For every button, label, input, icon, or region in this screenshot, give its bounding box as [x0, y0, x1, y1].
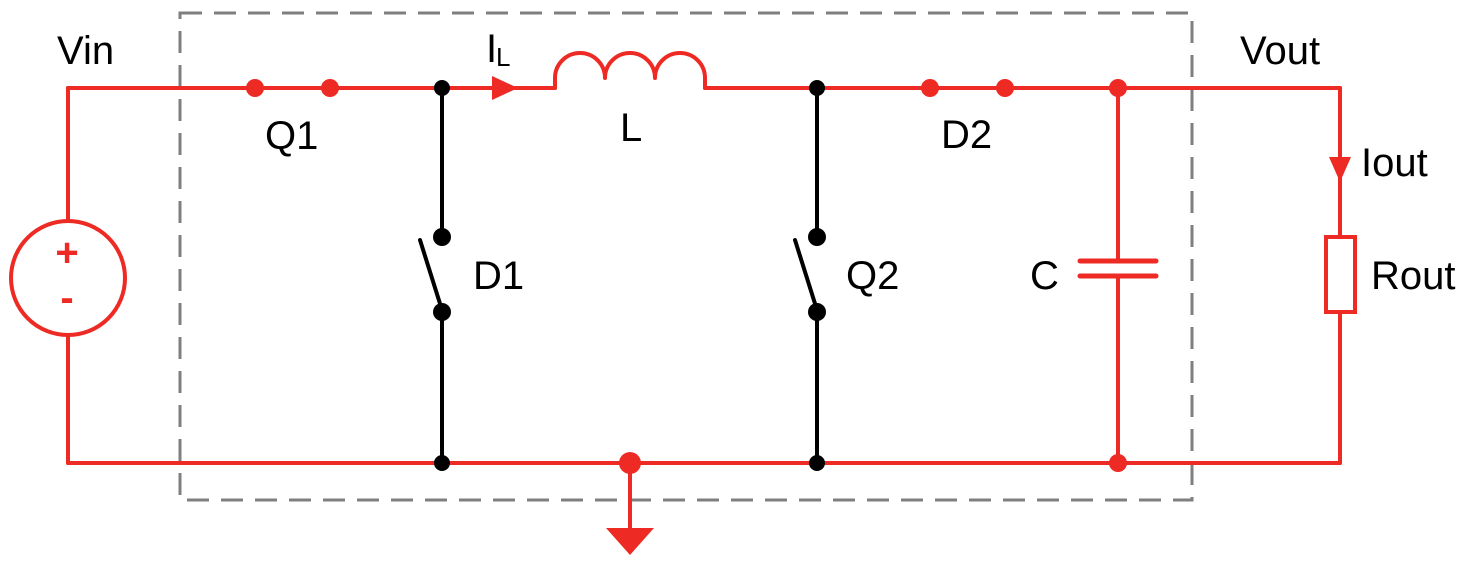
node-d2-right: [996, 79, 1014, 97]
converter-boundary-box: [178, 11, 1194, 502]
node-cap-bottom: [1109, 454, 1127, 472]
switch-q2-blade: [793, 238, 819, 312]
node-d1-contact-bottom: [433, 303, 451, 321]
node-q1-right: [321, 79, 339, 97]
label-inductor-current-subscript: L: [496, 42, 510, 72]
label-output-current: Iout: [1361, 141, 1428, 185]
node-q2-contact-top: [808, 228, 826, 246]
output-current-arrow: [1329, 157, 1351, 182]
node-d1-contact-top: [433, 228, 451, 246]
label-q1: Q1: [265, 114, 318, 158]
label-inductor: L: [620, 106, 642, 150]
active-nodes: [246, 79, 1127, 474]
node-q2-bottom: [809, 455, 825, 471]
source-plus-sign: +: [55, 231, 78, 275]
node-q1-left: [246, 79, 264, 97]
node-d2-left: [921, 79, 939, 97]
active-current-path: [66, 51, 1342, 530]
ground-arrow-icon: [606, 528, 654, 555]
resistor-icon: [1324, 235, 1357, 314]
label-inductor-current: I: [486, 27, 497, 71]
switch-d1-blade: [418, 238, 444, 312]
node-q2-contact-bottom: [808, 303, 826, 321]
inductor-coil-icon: [553, 51, 707, 90]
label-d1: D1: [473, 254, 524, 298]
inactive-nodes: [433, 80, 826, 471]
label-d2: D2: [941, 113, 992, 157]
label-load-resistor: Rout: [1371, 254, 1456, 298]
voltage-source-icon: [9, 219, 127, 337]
source-minus-sign: -: [60, 276, 73, 320]
capacitor-icon: [1077, 258, 1159, 279]
leg-d1: [418, 86, 444, 465]
node-ground: [619, 452, 641, 474]
inductor-current-arrow: [492, 76, 518, 100]
label-vin: Vin: [57, 29, 114, 73]
node-d1-top: [434, 80, 450, 96]
leg-q2: [793, 86, 819, 465]
label-vout: Vout: [1240, 29, 1320, 73]
node-cap-top: [1109, 79, 1127, 97]
node-q2-top: [809, 80, 825, 96]
node-d1-bottom: [434, 455, 450, 471]
label-capacitor: C: [1030, 254, 1059, 298]
label-q2: Q2: [846, 254, 899, 298]
